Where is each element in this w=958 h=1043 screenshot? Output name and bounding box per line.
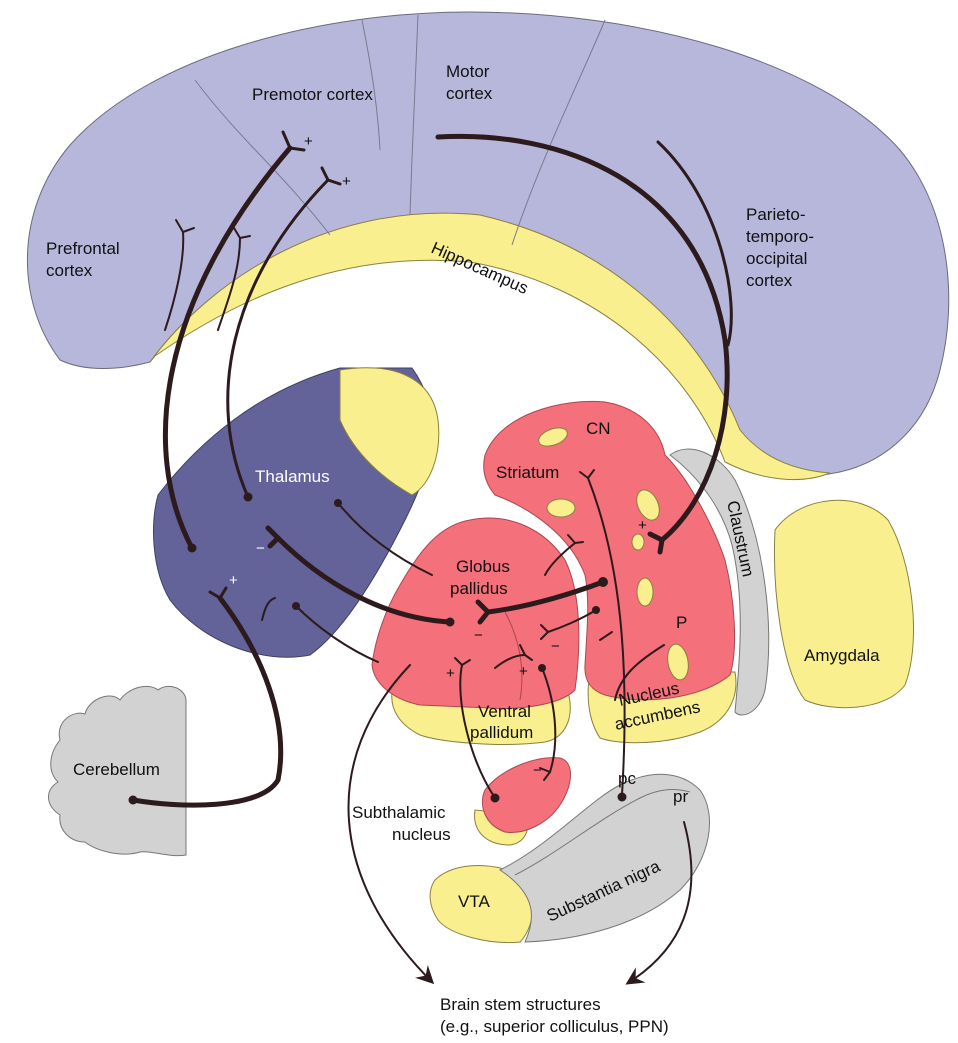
dot-thalamus-4 <box>292 602 300 610</box>
pathway-prefrontal-branch <box>164 231 185 331</box>
dot-snc <box>617 792 627 802</box>
synapse-striatum-gp <box>475 599 491 625</box>
synapse-cerebellum-thalamus <box>208 586 228 600</box>
label-globus-pallidus-2: pallidus <box>450 579 508 598</box>
label-snr-pr: pr <box>673 787 688 806</box>
synapse-premotor-terminal <box>281 130 306 152</box>
sign-minus-gp: − <box>474 627 483 644</box>
pathway-vp-branch <box>494 654 526 669</box>
pathway-cortex-to-striatum <box>435 133 730 543</box>
synapse-stn-gp <box>539 767 551 781</box>
synapse-gp-stn <box>454 657 471 666</box>
pathway-accumbens <box>614 644 665 701</box>
pathway-prefrontal-branch-2 <box>217 237 241 331</box>
label-ventral-pallidum-2: pallidum <box>470 723 533 742</box>
pathway-parietal-arc <box>656 140 733 347</box>
label-motor-cortex-1: Motor <box>446 62 490 81</box>
pathway-thalamus-thin <box>337 502 433 576</box>
synapse-prefrontal-branch <box>175 219 195 233</box>
pathway-origin-dots <box>128 492 627 805</box>
pathway-thalamus-bg <box>295 605 379 663</box>
dot-cerebellum <box>128 795 138 805</box>
label-thalamus: Thalamus <box>255 467 330 486</box>
synapse-cortex-striatum <box>647 531 665 555</box>
thalamus-yellow-nucleus <box>339 367 440 496</box>
synapse-striatum-internal <box>567 534 584 544</box>
sign-minus-thalamus: − <box>256 540 265 557</box>
synapse-signs: + + − + + − − + + − <box>229 133 647 779</box>
dot-stn <box>490 793 500 803</box>
pathway-thalamus-branch <box>261 597 276 621</box>
pathway-striatum-internal <box>544 542 576 576</box>
arrow-gp-to-brainstem <box>347 664 435 985</box>
label-parieto-1: Parieto- <box>746 205 806 224</box>
pathway-gp-to-thalamus <box>275 535 453 625</box>
label-ventral-pallidum-1: Ventral <box>478 702 531 721</box>
label-parieto-4: cortex <box>746 271 793 290</box>
sign-plus-vp-2: + <box>519 663 528 680</box>
amygdala-region <box>774 499 914 709</box>
label-brainstem-1: Brain stem structures <box>440 995 601 1014</box>
label-parieto-2: temporo- <box>746 227 814 246</box>
label-subthalamic-2: nucleus <box>392 825 451 844</box>
synapse-gp-thalamus <box>265 525 281 549</box>
synapse-vp-branch <box>519 644 533 661</box>
dot-thalamus-2 <box>243 492 253 502</box>
pathway-cerebellum-to-thalamus <box>130 595 284 808</box>
label-striatum: Striatum <box>496 463 559 482</box>
pathway-cortex-motor-to-thalamus <box>226 178 330 499</box>
hippocampus-region <box>149 212 831 481</box>
globus-pallidus-region <box>371 517 580 709</box>
sign-minus-gp-2: − <box>551 638 560 655</box>
sign-minus-stn: − <box>533 762 542 779</box>
sign-plus-premotor: + <box>304 133 313 150</box>
pathway-gp-to-stn <box>459 664 496 799</box>
label-subthalamic-1: Subthalamic <box>352 803 446 822</box>
pathway-striatum-branch-p <box>599 631 613 641</box>
cortex-division-lines <box>194 14 606 246</box>
pathway-striatum-down <box>587 477 626 796</box>
dot-striatum-2 <box>592 606 600 614</box>
synapse-striatum-gp-2 <box>540 624 549 640</box>
subthalamic-nucleus-region <box>481 757 571 833</box>
sign-plus-vp-1: + <box>446 665 455 682</box>
arrow-snr-to-brainstem <box>625 821 693 985</box>
label-cn: CN <box>586 419 611 438</box>
label-prefrontal-cortex-1: Prefrontal <box>46 239 120 258</box>
dot-thalamus-3 <box>334 499 342 507</box>
label-premotor-cortex: Premotor cortex <box>252 85 373 104</box>
label-amygdala: Amygdala <box>804 646 880 665</box>
sign-plus-cerebellum: + <box>229 572 238 589</box>
pathway-stn-to-gp <box>541 667 557 773</box>
cerebellum-region <box>48 685 187 857</box>
label-prefrontal-cortex-2: cortex <box>46 261 93 280</box>
label-p: P <box>676 613 687 632</box>
substantia-nigra-pc-division <box>514 789 691 876</box>
sign-plus-striatum: + <box>638 517 647 534</box>
label-parieto-3: occipital <box>746 249 807 268</box>
dot-thalamus-1 <box>187 543 197 553</box>
synapse-prefrontal-branch-2 <box>233 227 251 239</box>
label-cerebellum: Cerebellum <box>73 760 160 779</box>
label-snc-pc: pc <box>618 769 636 788</box>
dot-gp-1 <box>445 617 455 627</box>
substantia-nigra-region <box>499 773 711 943</box>
pathway-cortex-premotor-to-thalamus <box>162 145 293 551</box>
striatum-yellow-islands <box>538 427 689 681</box>
label-globus-pallidus-1: Globus <box>456 557 510 576</box>
vta-region <box>429 865 534 944</box>
synapse-striatum-down-top <box>579 469 595 479</box>
label-motor-cortex-2: cortex <box>446 84 493 103</box>
label-brainstem-2: (e.g., superior colliculus, PPN) <box>440 1017 669 1036</box>
pathway-striatum-to-gp <box>485 579 606 615</box>
dot-striatum-1 <box>598 577 608 587</box>
pathway-striatum-to-gp-2 <box>547 609 597 633</box>
sign-plus-motor: + <box>342 173 351 190</box>
dot-gp-2 <box>538 664 546 672</box>
pathways <box>130 130 733 985</box>
synapse-motor-terminal <box>320 166 342 186</box>
label-vta: VTA <box>458 892 490 911</box>
claustrum-region <box>669 448 770 716</box>
